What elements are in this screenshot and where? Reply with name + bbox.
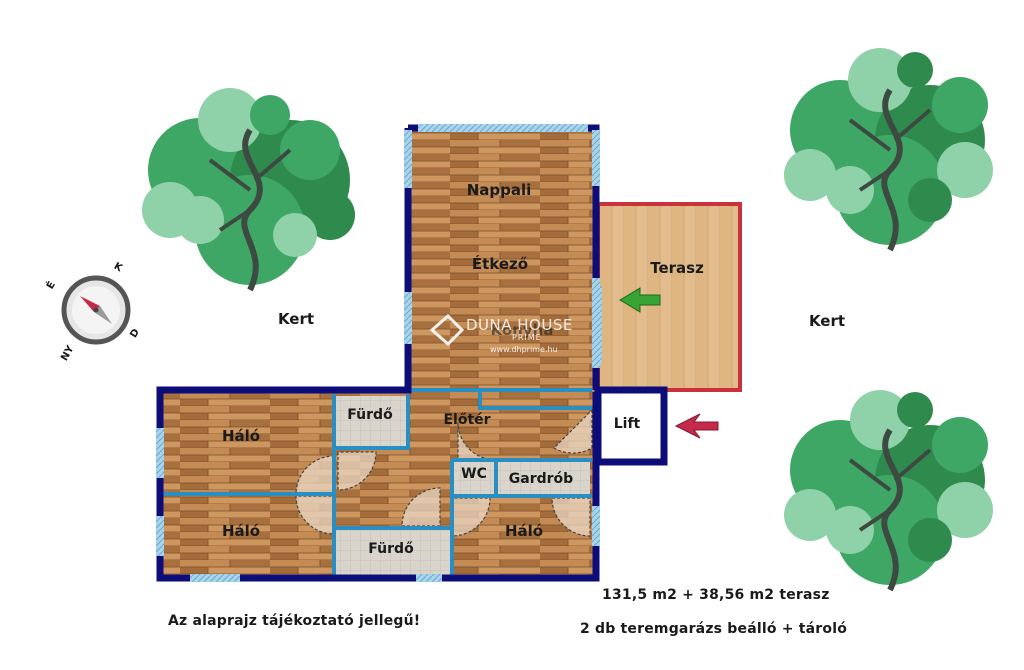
bathroom-bottom-tiles (336, 530, 450, 576)
room-label-lift: Lift (613, 416, 641, 432)
room-label-terasz: Terasz (650, 259, 704, 277)
room-label-furdo-bottom: Fürdő (368, 541, 414, 557)
room-label-konyha: Konyha (490, 321, 554, 339)
tree-top-left (142, 88, 355, 292)
tree-top-right (784, 48, 993, 252)
garage-note: 2 db teremgarázs beálló + tároló (580, 621, 848, 637)
terrace-area (596, 202, 742, 392)
tree-bottom-right (784, 390, 993, 592)
watermark-url: www.dhprime.hu (490, 345, 558, 354)
inner-walls (162, 388, 592, 576)
room-label-etkezo: Étkező (471, 255, 529, 273)
garden-label-left: Kert (277, 310, 315, 328)
door-swings (295, 408, 593, 537)
room-label-wc: WC (461, 466, 487, 482)
watermark-sub: PRIME (512, 333, 542, 342)
room-label-nappali: Nappali (466, 181, 532, 199)
bathroom-top-tiles (336, 396, 408, 446)
disclaimer-note: Az alaprajz tájékoztató jellegű! (168, 613, 421, 629)
room-label-halo-right: Háló (504, 522, 544, 540)
watermark-brand: DUNA HOUSE (466, 316, 573, 334)
windows (156, 124, 602, 582)
room-label-gardrob: Gardrób (508, 471, 574, 487)
room-label-halo-left-bottom: Háló (221, 522, 261, 540)
room-label-eloter: Előtér (443, 412, 491, 428)
floor-upper (408, 128, 596, 390)
compass-icon (61, 275, 131, 345)
area-note: 131,5 m2 + 38,56 m2 terasz (602, 587, 830, 603)
entrance-arrow-icon (674, 413, 719, 439)
wardrobe-tiles (496, 462, 590, 496)
terrace-arrow-icon (619, 287, 661, 313)
wc-tiles (452, 462, 496, 496)
garden-label-right: Kert (808, 312, 846, 330)
room-label-furdo-top: Fürdő (347, 407, 393, 423)
lift-box (594, 386, 668, 466)
room-label-halo-left-top: Háló (221, 427, 261, 445)
watermark-logo-icon (429, 313, 465, 347)
